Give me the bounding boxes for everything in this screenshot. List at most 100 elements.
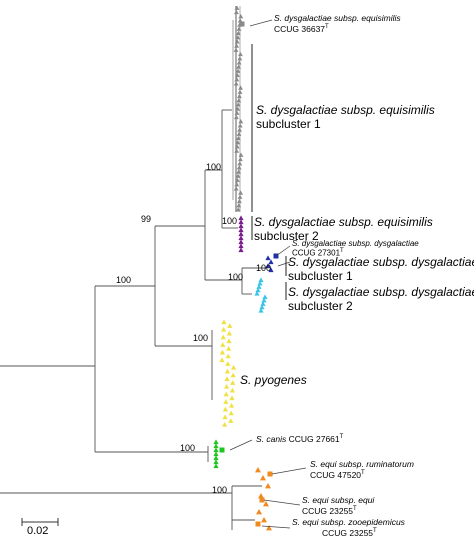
type-strain-mark: T [340,248,344,255]
label-equi-zooepidemicus: S. equi subsp. zooepidemicus CCUG 23255T [292,517,405,538]
taxon-marker [236,135,241,141]
taxon-marker [238,227,244,233]
taxon-marker [234,39,240,44]
species-name: S. dysgalactiae subsp. dysgalactiae [288,285,474,299]
strain-id: CCUG 23255 [322,527,374,538]
taxon-marker [234,148,239,153]
label-equisimilis-type-strain: S. dysgalactiae subsp. equisimilis CCUG … [274,13,401,34]
taxon-marker [213,447,219,453]
label-dysgalactiae-subcluster-1: S. dysgalactiae subsp. dysgalactiae subc… [288,255,474,284]
taxon-marker [236,64,241,69]
taxon-marker [230,372,236,378]
taxon-marker [225,361,231,366]
bootstrap-dysgalactiae-all: 99 [141,214,152,224]
taxon-marker [237,123,243,128]
label-dysgalactiae-type-strain: S. dysgalactiae subsp. dysgalactiae CCUG… [292,239,419,258]
subspecies-name: subsp. ruminatorum [336,459,414,469]
taxon-marker [220,342,226,347]
taxon-marker [234,5,240,10]
species-name: S. pyogenes [240,373,307,387]
taxon-marker [255,467,261,473]
taxon-marker [224,376,230,382]
callout-zoo [261,525,291,529]
taxon-marker [266,525,272,531]
taxon-marker [213,443,219,449]
taxon-marker [238,51,243,57]
taxon-marker [238,231,244,237]
taxon-marker [234,114,239,120]
callout-equi [263,499,301,506]
taxon-marker [227,323,233,328]
taxon-marker [256,284,262,289]
taxon-marker [213,455,219,461]
taxon-marker [237,89,243,94]
taxon-marker [221,327,227,332]
subcluster-name: subcluster 2 [288,298,353,313]
taxon-marker [258,308,264,313]
taxon-marker [225,353,231,359]
type-strain-marker [255,521,261,527]
taxon-marker [259,304,265,310]
taxon-marker [262,294,268,300]
taxon-marker [238,190,243,195]
taxon-marker [226,346,232,351]
type-strain-marker [239,21,245,27]
taxon-marker [229,395,235,401]
taxon-marker [236,98,242,103]
taxon-marker [220,334,226,340]
taxon-marker [238,152,244,157]
subcluster-name: subcluster 1 [256,116,321,131]
taxon-marker [236,60,242,65]
taxon-marker [221,319,227,325]
bootstrap-equisimilis-sc2: 100 [222,216,238,226]
type-strain-mark: T [373,527,377,534]
strain-id: CCUG 27661 [286,433,340,444]
bootstrap-main: 100 [116,275,132,285]
species-name: S. dysgalactiae subsp. dysgalactiae [288,255,474,269]
taxon-marker [213,439,219,445]
subspecies-name: subsp. dysgalactiae [346,239,419,248]
type-strain-marker [219,447,225,453]
species-name: S. equi [302,495,329,505]
taxon-marker [235,173,241,178]
taxon-marker [268,259,274,265]
subspecies-name: subsp. equi [328,495,375,505]
type-strain-mark: T [361,469,365,476]
bootstrap-canis: 100 [180,443,196,453]
taxon-marker [237,56,243,61]
taxon-marker [261,517,267,523]
taxon-marker [236,165,242,170]
label-pyogenes: S. pyogenes [240,373,307,388]
taxon-marker [238,223,244,229]
taxon-marker [238,85,243,90]
taxon-marker [236,26,242,31]
taxon-marker [265,263,271,269]
taxon-marker [238,119,244,124]
tree-branches [0,109,266,530]
taxon-marker [222,414,228,420]
type-strain-marker [259,497,265,503]
taxon-marker [213,451,219,457]
taxon-marker [265,255,271,261]
bootstrap-equisimilis-sc1: 100 [206,162,222,172]
taxon-marker [235,106,240,111]
taxon-marker [238,215,244,221]
taxon-marker [235,140,241,145]
species-name: S. canis [256,433,287,444]
taxon-marker [260,475,266,481]
label-equi-equi: S. equi subsp. equi CCUG 23255T [302,495,375,516]
taxon-marker [234,182,240,187]
subcluster-name: subcluster 1 [288,268,353,283]
taxon-marker [234,110,240,115]
taxon-marker [237,198,242,204]
taxon-marker [226,330,232,336]
bootstrap-dysgalactiae-sc1: 100 [256,263,272,273]
taxon-marker [257,280,263,286]
taxon-marker [238,247,244,253]
species-name: S. dysgalactiae [274,13,332,23]
taxon-marker [231,365,237,370]
taxon-marker [213,463,219,469]
taxon-marker [236,169,241,174]
taxon-marker [237,161,243,166]
